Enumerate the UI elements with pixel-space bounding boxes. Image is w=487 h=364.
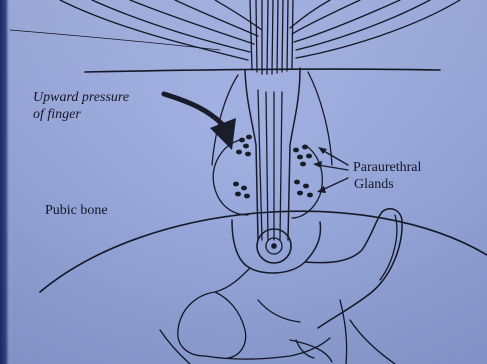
label-paraurethral: Paraurethral <box>353 160 421 175</box>
label-upward-pressure: Upward pressure <box>33 90 129 105</box>
finger-and-hand <box>160 209 402 364</box>
horizontal-band <box>10 30 440 72</box>
paraurethral-gland-dots <box>233 135 313 199</box>
upper-tissue-curves <box>60 0 460 60</box>
label-pubic-bone: Pubic bone <box>45 203 108 218</box>
pubic-bone-arc <box>40 211 487 292</box>
label-of-finger: of finger <box>33 107 81 122</box>
label-glands: Glands <box>354 177 394 192</box>
urethra-striations <box>250 0 293 74</box>
